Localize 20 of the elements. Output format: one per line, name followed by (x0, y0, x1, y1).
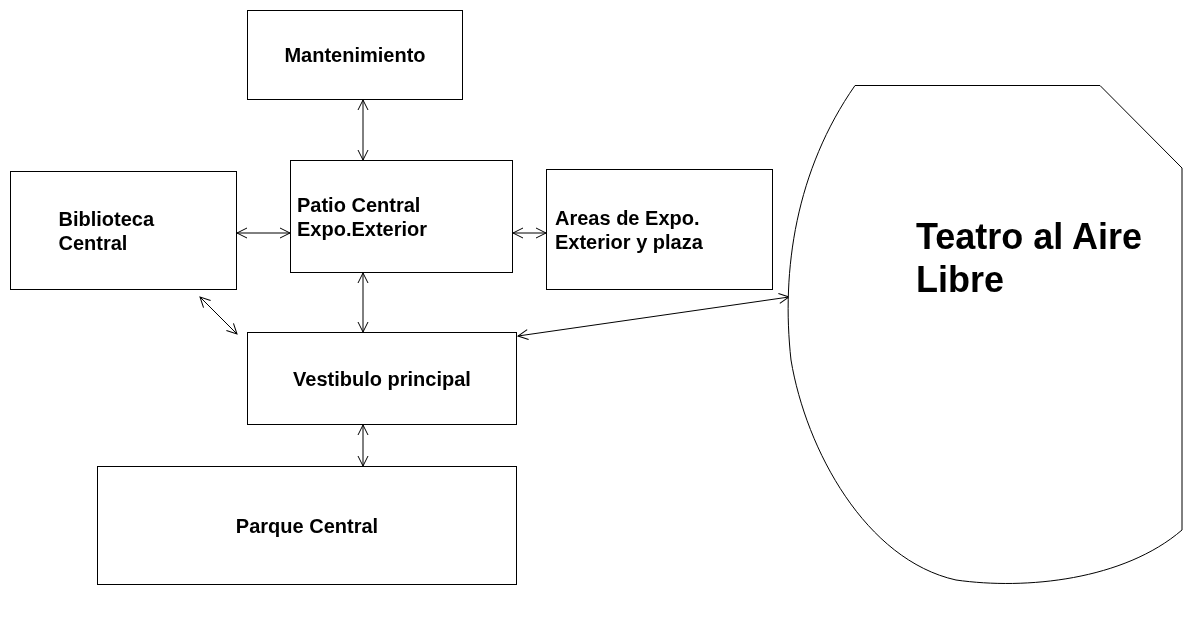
node-label: Areas de Expo. Exterior y plaza (555, 205, 704, 254)
double-arrow (517, 293, 790, 340)
node-label: Mantenimiento (284, 43, 426, 67)
double-arrow (357, 99, 369, 161)
double-arrow (512, 227, 547, 239)
node-label: Patio Central Expo.Exterior (297, 192, 429, 241)
double-arrow (357, 424, 369, 467)
node-label: Teatro al Aire Libre (916, 215, 1144, 302)
node-label: Parque Central (235, 513, 379, 538)
room-box (546, 169, 773, 290)
room-box (97, 466, 517, 585)
room-box (247, 332, 517, 425)
double-arrow (199, 296, 238, 335)
node-label: Vestibulo principal (293, 366, 471, 391)
room-box (10, 171, 237, 290)
double-arrow (236, 227, 291, 239)
node-label: Biblioteca Central (58, 206, 156, 255)
double-arrow (357, 272, 369, 333)
room-box (247, 10, 463, 100)
room-box (290, 160, 513, 273)
